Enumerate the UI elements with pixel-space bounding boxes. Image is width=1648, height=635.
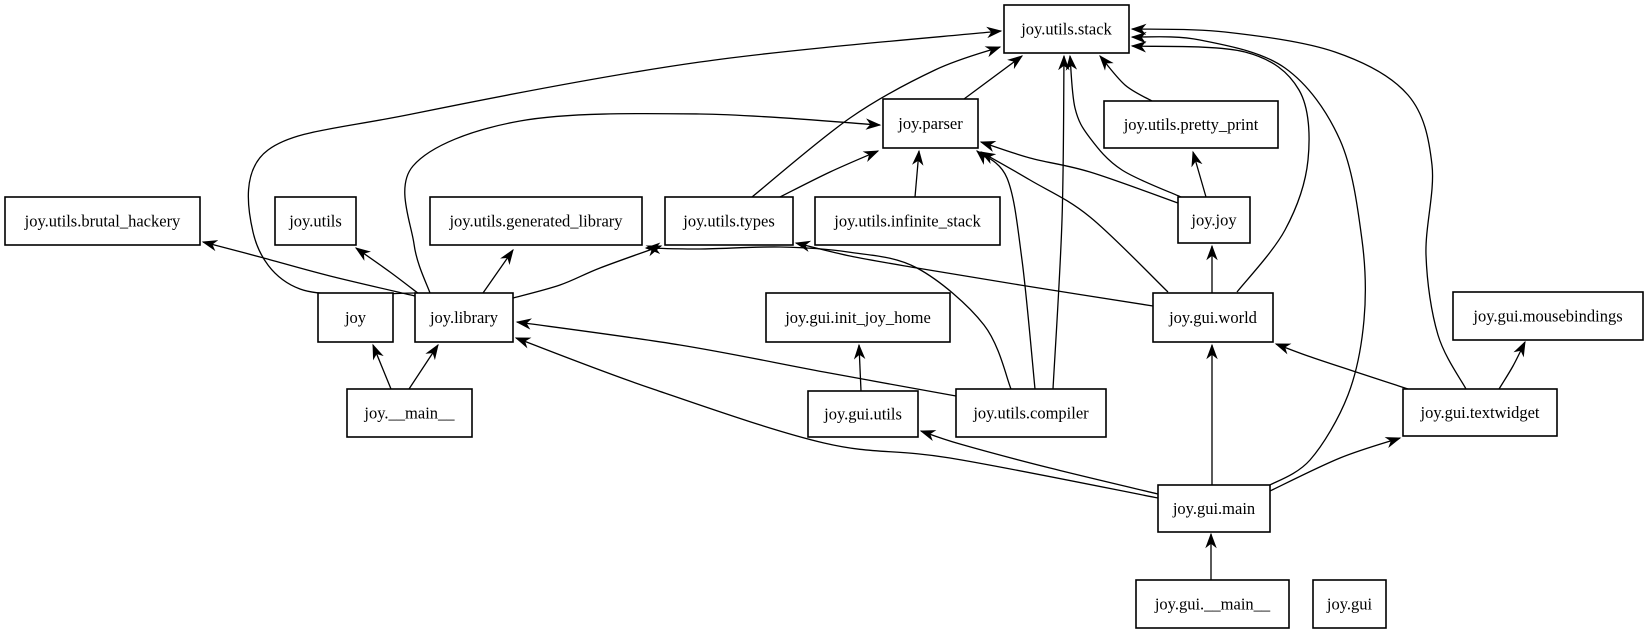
graph-edge-joy.gui.main-to-joy.gui.textwidget [1269,437,1402,492]
graph-edge-joy.gui.main-to-joy.utils.stack [1130,31,1367,487]
graph-edge-joy.gui.textwidget-to-joy.gui.world [1274,343,1409,390]
node-label: joy.__main__ [363,404,455,423]
node-label: joy.gui.main [1172,499,1255,518]
node-box [955,388,1107,438]
graph-edge-joy.utils.compiler-to-joy.utils.stack [1052,54,1070,390]
graph-node-joy.utils.types: joy.utils.types [664,196,794,246]
node-box [882,98,979,149]
node-label: joy [344,308,367,327]
graph-edge-joy.library-to-joy.utils.brutal_hackery [201,240,416,297]
node-box [664,196,794,246]
node-label: joy.gui.textwidget [1420,403,1540,422]
node-box [1103,100,1279,149]
graph-edge-joy.gui.world-to-joy.parser [979,151,1169,293]
graph-node-joy.__main__: joy.__main__ [346,388,473,438]
node-label: joy.gui.world [1168,308,1258,327]
node-box [317,292,394,343]
graph-node-joy.utils.compiler: joy.utils.compiler [955,388,1107,438]
graph-node-joy.gui.utils: joy.gui.utils [807,390,919,438]
node-label: joy.gui [1326,595,1373,614]
graph-node-joy.utils: joy.utils [274,196,357,246]
node-box [429,196,643,246]
graph-edge-joy.utils.compiler-to-joy.parser [976,150,1036,390]
graph-node-joy.utils.stack: joy.utils.stack [1003,4,1130,54]
node-box [1177,196,1251,244]
graph-edge-joy.library-to-joy.utils [354,247,420,295]
node-label: joy.utils.brutal_hackery [24,212,181,231]
node-box [814,196,1001,246]
graph-edge-joy.library-to-joy.utils.generated_library [482,248,514,294]
graph-edge-joy.utils.types-to-joy.parser [779,150,880,198]
graph-edge-joy.gui.main-to-joy.library [514,337,1159,499]
graph-edge-joy.joy-to-joy.utils.stack [1065,54,1182,198]
graph-edge-joy.gui.textwidget-to-joy.utils.stack [1130,23,1467,390]
node-label: joy.utils.generated_library [448,212,623,231]
graph-edge-joy.gui.world-to-joy.utils.stack [1130,41,1310,293]
graph-node-joy.joy: joy.joy [1177,196,1251,244]
graph-node-joy.utils.generated_library: joy.utils.generated_library [429,196,643,246]
graph-edge-joy.utils.compiler-to-joy.library [515,318,957,397]
node-label: joy.gui.__main__ [1154,595,1271,614]
node-label: joy.utils [288,212,342,231]
graph-edge-joy.utils.compiler-to-joy.utils.generated_library [644,242,1012,390]
graph-node-joy.gui.init_joy_home: joy.gui.init_joy_home [765,292,951,343]
graph-node-joy.gui: joy.gui [1312,579,1387,629]
node-box [807,390,919,438]
graph-node-joy.gui.mousebindings: joy.gui.mousebindings [1452,291,1644,341]
graph-edge-joy.joy-to-joy.utils.pretty_print [1191,150,1207,198]
graph-edge-joy.gui.textwidget-to-joy.gui.mousebindings [1498,340,1526,390]
graph-node-joy.gui.textwidget: joy.gui.textwidget [1402,388,1558,437]
node-box [4,196,201,246]
graph-node-joy: joy [317,292,394,343]
node-box [1452,291,1644,341]
graph-node-joy.utils.brutal_hackery: joy.utils.brutal_hackery [4,196,201,246]
graph-node-joy.parser: joy.parser [882,98,979,149]
graph-edge-joy.utils.pretty_print-to-joy.utils.stack [1099,55,1153,102]
graph-edge-joy.gui.utils-to-joy.gui.init_joy_home [853,343,866,392]
node-box [1152,292,1274,343]
node-box [346,388,473,438]
graph-edge-joy.library-to-joy.parser [404,112,882,294]
node-box [414,292,514,343]
node-label: joy.utils.types [682,212,775,231]
node-label: joy.joy [1190,211,1237,230]
graph-node-joy.utils.pretty_print: joy.utils.pretty_print [1103,100,1279,149]
node-label: joy.utils.pretty_print [1123,115,1259,134]
graph-edge-joy.library-to-joy.utils.stack [247,26,1003,296]
node-label: joy.gui.init_joy_home [784,308,931,327]
graph-edge-joy.joy-to-joy.parser [979,141,1179,204]
node-box [274,196,357,246]
graph-edge-joy.gui.main-to-joy.gui.utils [919,430,1159,495]
graph-node-joy.gui.world: joy.gui.world [1152,292,1274,343]
graph-edge-joy.__main__-to-joy.library [408,343,439,390]
node-label: joy.utils.compiler [972,404,1089,423]
graph-edge-joy.gui.world-to-joy.utils.types [794,240,1154,307]
node-box [1135,579,1290,629]
graph-node-joy.gui.main: joy.gui.main [1157,484,1271,533]
node-label: joy.parser [897,114,963,133]
node-label: joy.gui.utils [823,405,902,424]
node-box [1312,579,1387,629]
node-box [1157,484,1271,533]
graph-edge-joy.library-to-joy.utils.types [512,245,663,299]
graph-node-joy.library: joy.library [414,292,514,343]
node-label: joy.utils.infinite_stack [833,212,981,231]
graph-edge-joy.utils.infinite_stack-to-joy.parser [912,149,924,198]
graph-edge-joy.__main__-to-joy [372,343,392,390]
graph-edge-joy.utils.types-to-joy.utils.stack [751,46,1002,198]
graph-node-joy.utils.infinite_stack: joy.utils.infinite_stack [814,196,1001,246]
graph-node-joy.gui.__main__: joy.gui.__main__ [1135,579,1290,629]
node-label: joy.utils.stack [1020,20,1112,39]
node-box [765,292,951,343]
node-box [1003,4,1130,54]
node-label: joy.library [429,308,499,327]
node-box [1402,388,1558,437]
graph-edge-joy.parser-to-joy.utils.stack [963,55,1024,100]
node-label: joy.gui.mousebindings [1472,307,1622,326]
